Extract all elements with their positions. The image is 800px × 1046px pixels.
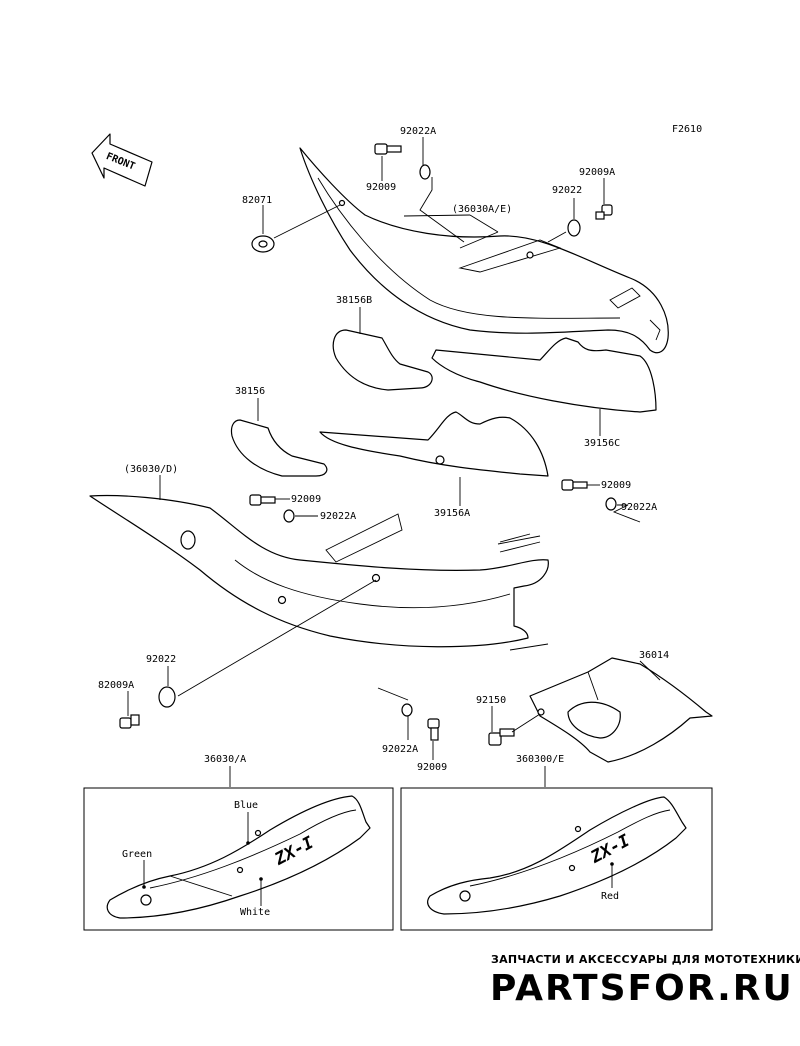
color-white: White — [240, 907, 270, 918]
label-92009-b: 92009 — [417, 762, 447, 773]
side-cowl-36030d — [89, 494, 549, 648]
label-92022a-r2: 92022A — [621, 502, 657, 513]
watermark-title: PARTSFOR.RU — [490, 968, 794, 1009]
figure-code: F2610 — [672, 124, 702, 135]
label-38156b: 38156B — [336, 295, 372, 306]
washer-92022a-top — [419, 164, 431, 180]
label-39156a: 39156A — [434, 508, 470, 519]
watermark-subtitle: ЗАПЧАСТИ И АКСЕССУАРЫ ДЛЯ МОТОТЕХНИКИ — [491, 953, 800, 966]
label-36014: 36014 — [639, 650, 669, 661]
label-39156c: 39156C — [584, 438, 620, 449]
label-92009-top: 92009 — [366, 182, 396, 193]
label-92009-m: 92009 — [291, 494, 321, 505]
washer-92022a-r2 — [605, 497, 617, 511]
nut-82071 — [251, 235, 275, 253]
washer-92022-l — [158, 686, 176, 708]
washer-92022a-b — [401, 703, 413, 717]
label-92022a-b: 92022A — [382, 744, 418, 755]
color-red: Red — [601, 891, 619, 902]
label-36030d: (36030/D) — [124, 464, 178, 475]
variant-box-right: ZX-I Red — [400, 787, 713, 931]
variant-box-left: ZX-I Blue Green White — [83, 787, 394, 931]
label-82071: 82071 — [242, 195, 272, 206]
label-92009a-r: 92009A — [579, 167, 615, 178]
bolt-82009a — [119, 714, 140, 729]
label-360300e: 360300/E — [516, 754, 564, 765]
bracket-36014 — [529, 657, 713, 763]
bolt-92009a-r — [595, 204, 613, 220]
front-arrow-icon: FRONT — [91, 133, 153, 187]
leader-lines — [127, 137, 661, 787]
label-82009a: 82009A — [98, 680, 134, 691]
pad-39156a-hole — [435, 455, 445, 465]
bolt-92009-m — [249, 494, 276, 506]
watermark: ЗАПЧАСТИ И АКСЕССУАРЫ ДЛЯ МОТОТЕХНИКИ PA… — [490, 953, 800, 1009]
label-92009-r2: 92009 — [601, 480, 631, 491]
pad-38156b — [332, 329, 433, 391]
color-green: Green — [122, 849, 152, 860]
washer-92022a-m — [283, 509, 295, 523]
pad-39156c — [431, 337, 657, 413]
label-92022-l: 92022 — [146, 654, 176, 665]
bolt-92009-b — [427, 718, 440, 741]
label-36030a: 36030/A — [204, 754, 246, 765]
label-92150: 92150 — [476, 695, 506, 706]
bolt-92150 — [488, 728, 515, 746]
washer-92022-r — [567, 219, 581, 237]
label-92022a-top: 92022A — [400, 126, 436, 137]
bolt-92009-top — [374, 143, 402, 155]
pad-39156a — [319, 411, 549, 477]
pad-38156 — [230, 419, 328, 477]
bolt-92009-r2 — [561, 479, 588, 491]
upper-tail-cowl — [299, 147, 669, 354]
label-38156: 38156 — [235, 386, 265, 397]
label-92022-r: 92022 — [552, 185, 582, 196]
color-blue: Blue — [234, 800, 258, 811]
label-36030ae: (36030A/E) — [452, 204, 512, 215]
label-92022a-m: 92022A — [320, 511, 356, 522]
